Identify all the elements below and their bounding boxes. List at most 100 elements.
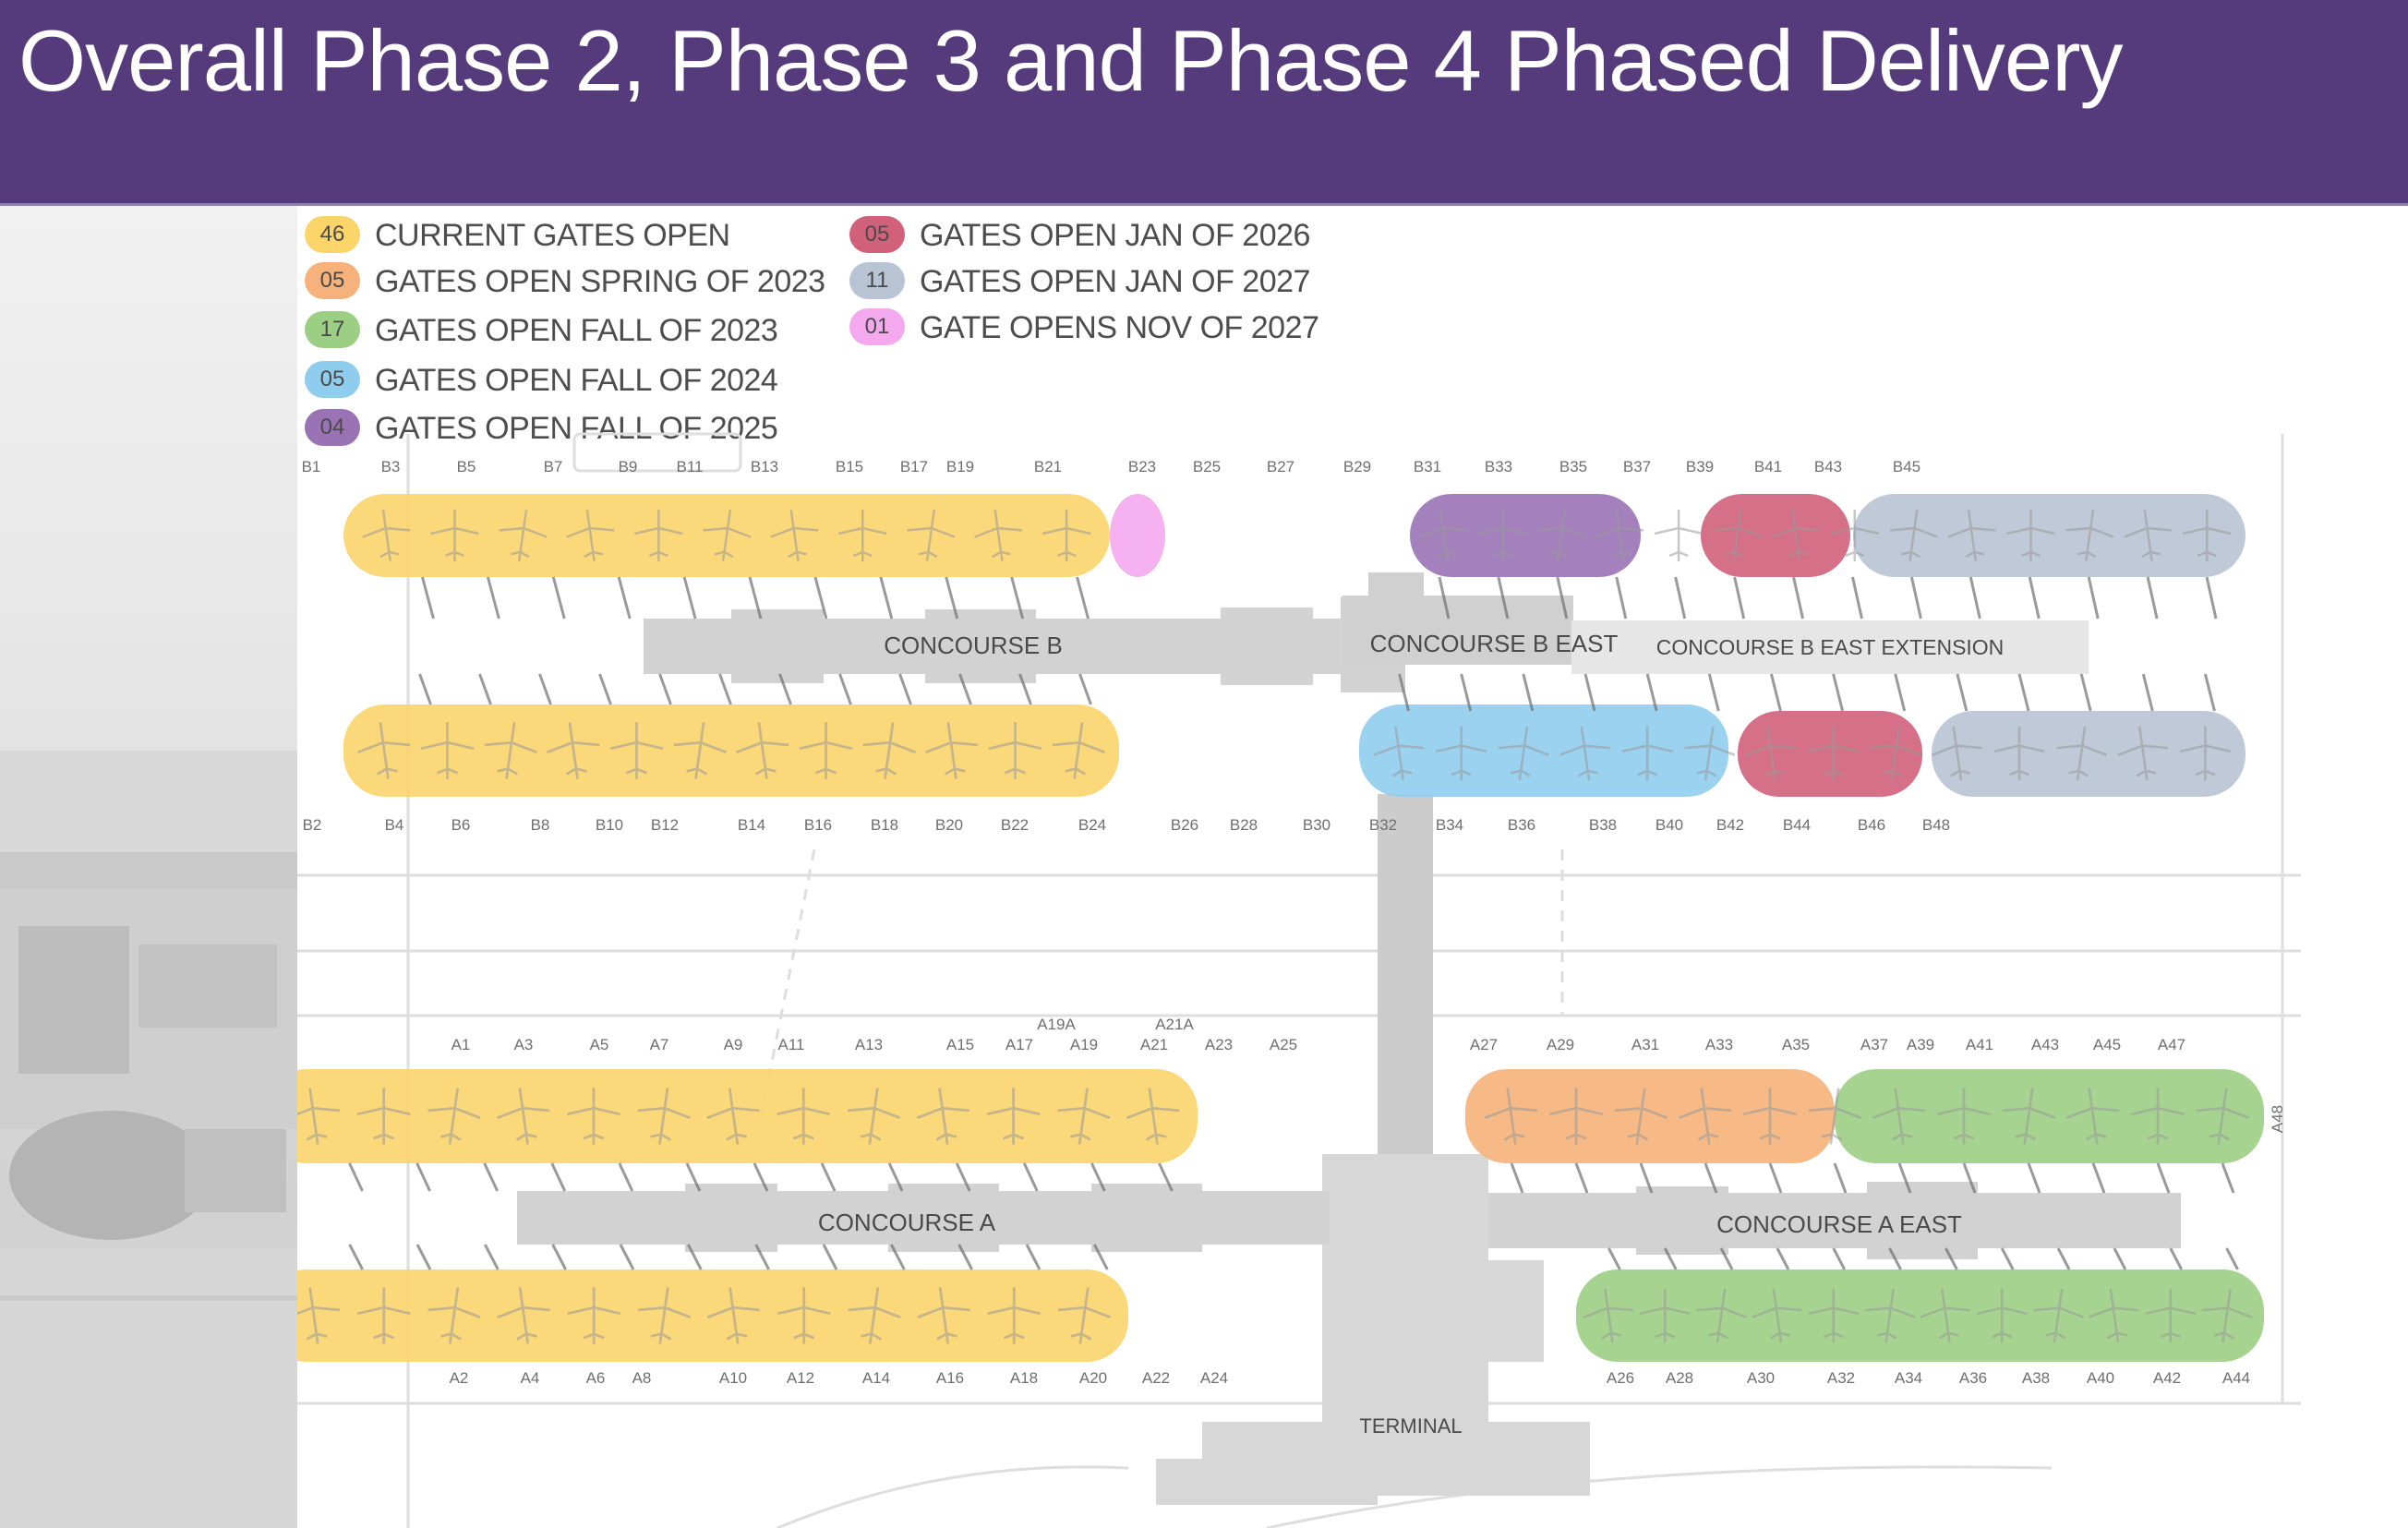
airplane-icon (430, 510, 479, 561)
gate-label: A41 (1966, 1036, 1993, 1053)
jet-bridge (1010, 576, 1025, 620)
gate-label: A3 (514, 1036, 534, 1053)
airplane-icon (2006, 510, 2055, 561)
legend-label: GATES OPEN SPRING OF 2023 (375, 264, 825, 299)
jet-bridge (348, 1244, 364, 1270)
jet-bridge (2205, 576, 2218, 620)
airplane-icon (609, 722, 664, 779)
legend-label: GATES OPEN JAN OF 2026 (920, 218, 1310, 253)
airplane-icon (862, 722, 916, 779)
airplane-icon (777, 1287, 831, 1344)
concourse-buildings (517, 572, 2181, 1505)
airplane-icon (2002, 1088, 2056, 1145)
jet-bridge (958, 673, 972, 705)
airplane-icon (1436, 726, 1487, 781)
jet-bridge (1894, 673, 1907, 712)
airplane-icon (1678, 1088, 1732, 1145)
gate-label: A20 (1079, 1369, 1107, 1387)
jet-bridge (2113, 1247, 2127, 1270)
jet-bridge (1832, 673, 1845, 712)
gate-label: A26 (1607, 1369, 1634, 1387)
gate-label: B26 (1171, 816, 1198, 834)
jet-bridge (538, 673, 552, 705)
gate-band (1359, 704, 1728, 797)
airplane-icon (1745, 726, 1797, 781)
jet-bridge (1707, 673, 1720, 712)
jet-bridge (822, 1244, 838, 1270)
jet-bridge (1022, 1162, 1039, 1192)
gate-label: A12 (787, 1369, 814, 1387)
airplane-icon (1052, 722, 1105, 779)
airplane-icon (1932, 726, 1982, 781)
gate-label: B43 (1814, 458, 1842, 475)
gate-label: B40 (1656, 816, 1683, 834)
legend-count-badge: 05 (305, 262, 360, 299)
airplane-icon (1549, 1088, 1603, 1145)
jet-bridge (890, 1244, 906, 1270)
gate-label: B9 (619, 458, 638, 475)
airplane-icon (547, 722, 600, 779)
airplane-icon (907, 510, 956, 561)
jet-bridge (1833, 1162, 1848, 1194)
airport-background-photo (0, 206, 297, 1528)
airplane-icon (706, 1088, 760, 1145)
jet-bridge (617, 576, 632, 620)
gate-label: B20 (935, 816, 963, 834)
airplane-icon (736, 722, 789, 779)
gate-label: B35 (1559, 458, 1587, 475)
gate-band (1410, 494, 1641, 577)
jet-bridge (879, 576, 894, 620)
concourse-b-east-extension-label: CONCOURSE B EAST EXTENSION (1656, 635, 2005, 659)
gate-label: A19A (1037, 1016, 1076, 1033)
jet-bridge (658, 673, 672, 705)
jet-bridge (421, 576, 435, 620)
jet-bridge (2141, 673, 2154, 712)
jet-bridge (1776, 1247, 1790, 1270)
gate-label: A31 (1631, 1036, 1659, 1053)
airplane-icon (637, 1088, 691, 1145)
jet-bridge (1733, 576, 1746, 620)
airplane-icon (2182, 510, 2232, 561)
gate-label: A22 (1142, 1369, 1170, 1387)
jet-bridge (1956, 673, 1969, 712)
gate-label: B6 (452, 816, 471, 834)
airplane-icon (1621, 726, 1673, 781)
airplane-icon (1807, 726, 1860, 781)
airplane-icon (1126, 1088, 1180, 1145)
airplane-icon (1419, 510, 1468, 561)
jet-bridge (955, 1162, 971, 1192)
gate-band (1465, 1069, 1835, 1163)
jet-bridge (418, 673, 432, 705)
gate-label: A8 (632, 1369, 652, 1387)
gate-label: B19 (946, 458, 974, 475)
gate-label: A13 (855, 1036, 883, 1053)
airplane-icon (356, 1287, 411, 1344)
airplane-icon (1484, 1088, 1538, 1145)
airplane-icon (1771, 510, 1820, 561)
jet-bridge (2146, 576, 2159, 620)
jet-bridge (2225, 1247, 2239, 1270)
gate-label: B48 (1922, 816, 1950, 834)
jet-bridge (1850, 576, 1863, 620)
gate-label: B30 (1303, 816, 1330, 834)
airplane-icon (1752, 1288, 1802, 1343)
jet-bridge (813, 576, 828, 620)
gate-label: A7 (650, 1036, 669, 1053)
jet-bridge (1510, 1162, 1524, 1194)
jet-bridge (898, 673, 912, 705)
gate-label: B38 (1589, 816, 1617, 834)
gate-label: B21 (1034, 458, 1062, 475)
airplane-icon (1057, 1088, 1111, 1145)
terminal-label: TERMINAL (1359, 1414, 1462, 1438)
jet-bridge (1438, 576, 1451, 620)
jet-bridge (2028, 576, 2041, 620)
jet-bridge (1018, 673, 1032, 705)
airplane-icon (917, 1287, 970, 1344)
airplane-icon (2089, 1288, 2139, 1343)
legend-count-badge: 11 (849, 262, 905, 299)
jet-bridge (687, 1244, 703, 1270)
jet-bridge (1556, 576, 1569, 620)
jet-bridge (1768, 1162, 1783, 1194)
gate-label: A23 (1205, 1036, 1233, 1053)
gate-label: A11 (778, 1036, 805, 1053)
